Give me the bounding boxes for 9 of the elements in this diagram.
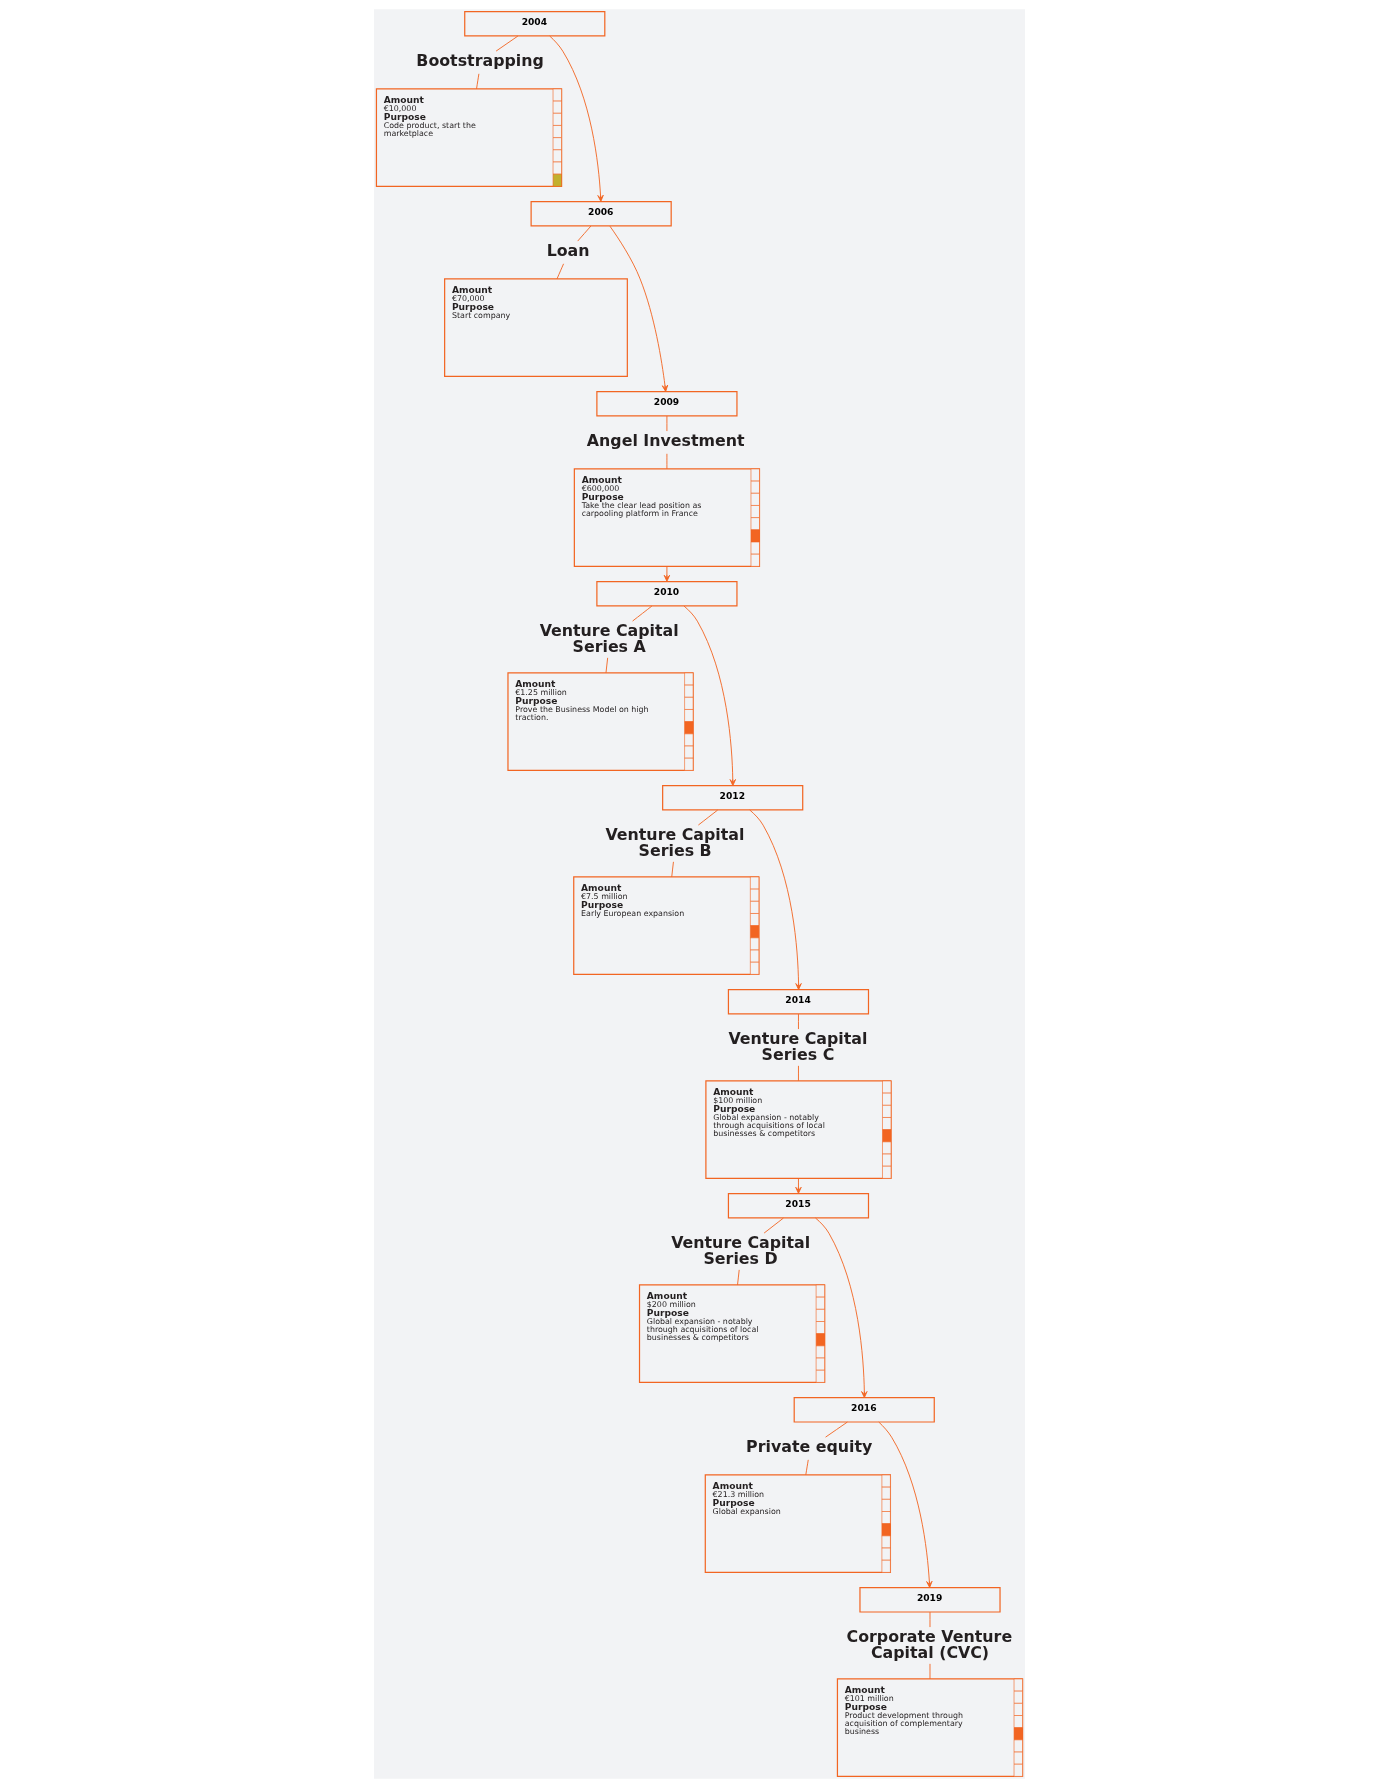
node-text: Venture Capital Series B: [604, 824, 744, 860]
node-text: Venture Capital Series C: [727, 1028, 867, 1064]
node-text: Angel Investment: [586, 430, 745, 450]
node-text: Venture Capital Series D: [670, 1232, 810, 1268]
node-text: Corporate Venture Capital (CVC): [846, 1626, 1012, 1662]
node-text: Bootstrapping: [415, 50, 544, 70]
node-text: Loan: [546, 240, 590, 260]
node-text: Private equity: [745, 1436, 872, 1456]
node-text: Venture Capital Series A: [539, 620, 679, 655]
